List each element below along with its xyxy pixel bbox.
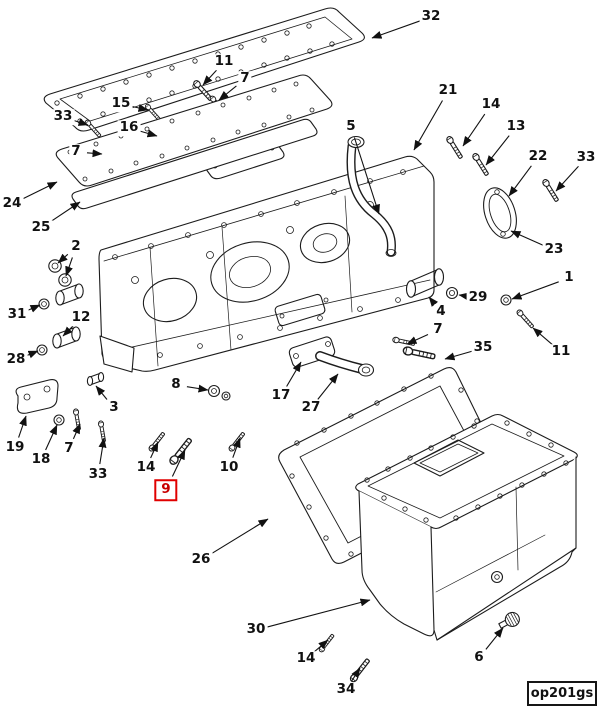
- leader-line-7: [406, 333, 429, 345]
- part-callout-2[interactable]: 2: [69, 238, 83, 255]
- leader-line-6: [485, 627, 504, 650]
- part-callout-14[interactable]: 14: [479, 96, 503, 113]
- part-callout-1[interactable]: 1: [562, 269, 576, 286]
- part-callout-6[interactable]: 6: [472, 649, 486, 666]
- part-callout-26[interactable]: 26: [189, 551, 213, 568]
- part-oil-pan: [355, 413, 578, 641]
- part-callout-14[interactable]: 14: [294, 650, 318, 667]
- part-callout-19[interactable]: 19: [3, 439, 27, 456]
- part-callout-14[interactable]: 14: [134, 459, 158, 476]
- leader-line-24: [21, 181, 58, 200]
- leader-line-5: [353, 137, 380, 215]
- leader-line-4: [428, 296, 439, 307]
- leader-line-1: [511, 281, 559, 300]
- leader-line-26: [210, 518, 269, 555]
- leader-line-14: [150, 441, 159, 459]
- leader-line-2: [57, 253, 69, 264]
- leader-line-19: [18, 415, 27, 438]
- part-callout-11[interactable]: 11: [549, 343, 573, 360]
- leader-line-30: [266, 598, 371, 628]
- leader-line-15: [131, 104, 149, 112]
- leader-line-27: [317, 373, 339, 400]
- part-callout-17[interactable]: 17: [269, 387, 293, 404]
- drain-plug: [498, 611, 520, 629]
- leader-line-7: [86, 149, 103, 158]
- part-callout-21[interactable]: 21: [436, 82, 460, 99]
- part-left-hardware: [15, 259, 108, 443]
- part-callout-11[interactable]: 11: [212, 53, 236, 70]
- part-callout-9-selected[interactable]: 9: [154, 479, 178, 501]
- part-mid-bolts: [147, 384, 247, 467]
- part-callout-10[interactable]: 10: [217, 459, 241, 476]
- part-callout-7[interactable]: 7: [238, 70, 252, 87]
- leader-line-33: [555, 165, 580, 192]
- part-callout-31[interactable]: 31: [5, 306, 29, 323]
- part-bottom-hardware: [317, 611, 520, 684]
- part-callout-29[interactable]: 29: [466, 289, 490, 306]
- leader-line-33: [73, 118, 89, 126]
- part-callout-18[interactable]: 18: [29, 451, 53, 468]
- leader-line-17: [286, 361, 302, 387]
- part-callout-8[interactable]: 8: [169, 376, 183, 393]
- leader-line-32: [371, 20, 421, 39]
- leader-line-12: [62, 325, 74, 337]
- leader-line-8: [186, 384, 209, 393]
- part-elbow-pipe: [288, 336, 375, 377]
- part-callout-13[interactable]: 13: [504, 118, 528, 135]
- part-callout-7[interactable]: 7: [62, 440, 76, 457]
- leader-line-31: [26, 304, 41, 313]
- part-right-hardware: [391, 134, 561, 362]
- part-callout-15[interactable]: 15: [109, 95, 133, 112]
- leader-line-7: [72, 423, 81, 440]
- leader-line-21: [413, 100, 443, 151]
- part-callout-27[interactable]: 27: [299, 399, 323, 416]
- part-spacer-plate-and-gasket: [55, 74, 333, 210]
- leader-line-16: [139, 129, 158, 138]
- part-callout-4[interactable]: 4: [434, 303, 448, 320]
- leader-line-2: [65, 257, 73, 277]
- part-callout-16[interactable]: 16: [117, 119, 141, 136]
- leader-line-28: [25, 350, 39, 359]
- part-callout-35[interactable]: 35: [471, 339, 495, 356]
- part-callout-12[interactable]: 12: [69, 309, 93, 326]
- part-callout-33[interactable]: 33: [574, 149, 598, 166]
- figure-code: op201gs: [527, 681, 597, 706]
- leader-line-23: [510, 230, 545, 247]
- leader-line-35: [444, 350, 473, 361]
- part-callout-7[interactable]: 7: [69, 143, 83, 160]
- part-callout-3[interactable]: 3: [107, 399, 121, 416]
- part-callout-33[interactable]: 33: [86, 466, 110, 483]
- leader-line-11: [532, 327, 553, 346]
- part-callout-28[interactable]: 28: [4, 351, 28, 368]
- part-callout-5[interactable]: 5: [344, 118, 358, 135]
- leader-line-9: [171, 449, 186, 477]
- leader-line-29: [458, 292, 470, 301]
- part-callout-33[interactable]: 33: [51, 108, 75, 125]
- leader-line-18: [45, 424, 58, 451]
- leader-line-7: [218, 85, 237, 101]
- leader-line-3: [95, 385, 108, 400]
- part-callout-32[interactable]: 32: [419, 8, 443, 25]
- part-callout-25[interactable]: 25: [29, 219, 53, 236]
- leader-lines-layer: [18, 20, 580, 681]
- part-callout-22[interactable]: 22: [526, 148, 550, 165]
- part-callout-23[interactable]: 23: [542, 241, 566, 258]
- leader-line-14: [462, 113, 486, 147]
- part-callout-34[interactable]: 34: [334, 681, 358, 698]
- leader-line-11: [202, 69, 218, 86]
- leader-line-33: [98, 437, 107, 465]
- leader-line-22: [508, 165, 532, 197]
- part-callout-24[interactable]: 24: [0, 195, 24, 212]
- part-callout-7[interactable]: 7: [431, 321, 445, 338]
- leader-line-14: [313, 639, 329, 653]
- leader-line-10: [232, 437, 241, 458]
- part-callout-30[interactable]: 30: [244, 621, 268, 638]
- leader-line-25: [49, 201, 81, 223]
- leader-line-13: [485, 135, 510, 166]
- leader-line-34: [351, 667, 361, 681]
